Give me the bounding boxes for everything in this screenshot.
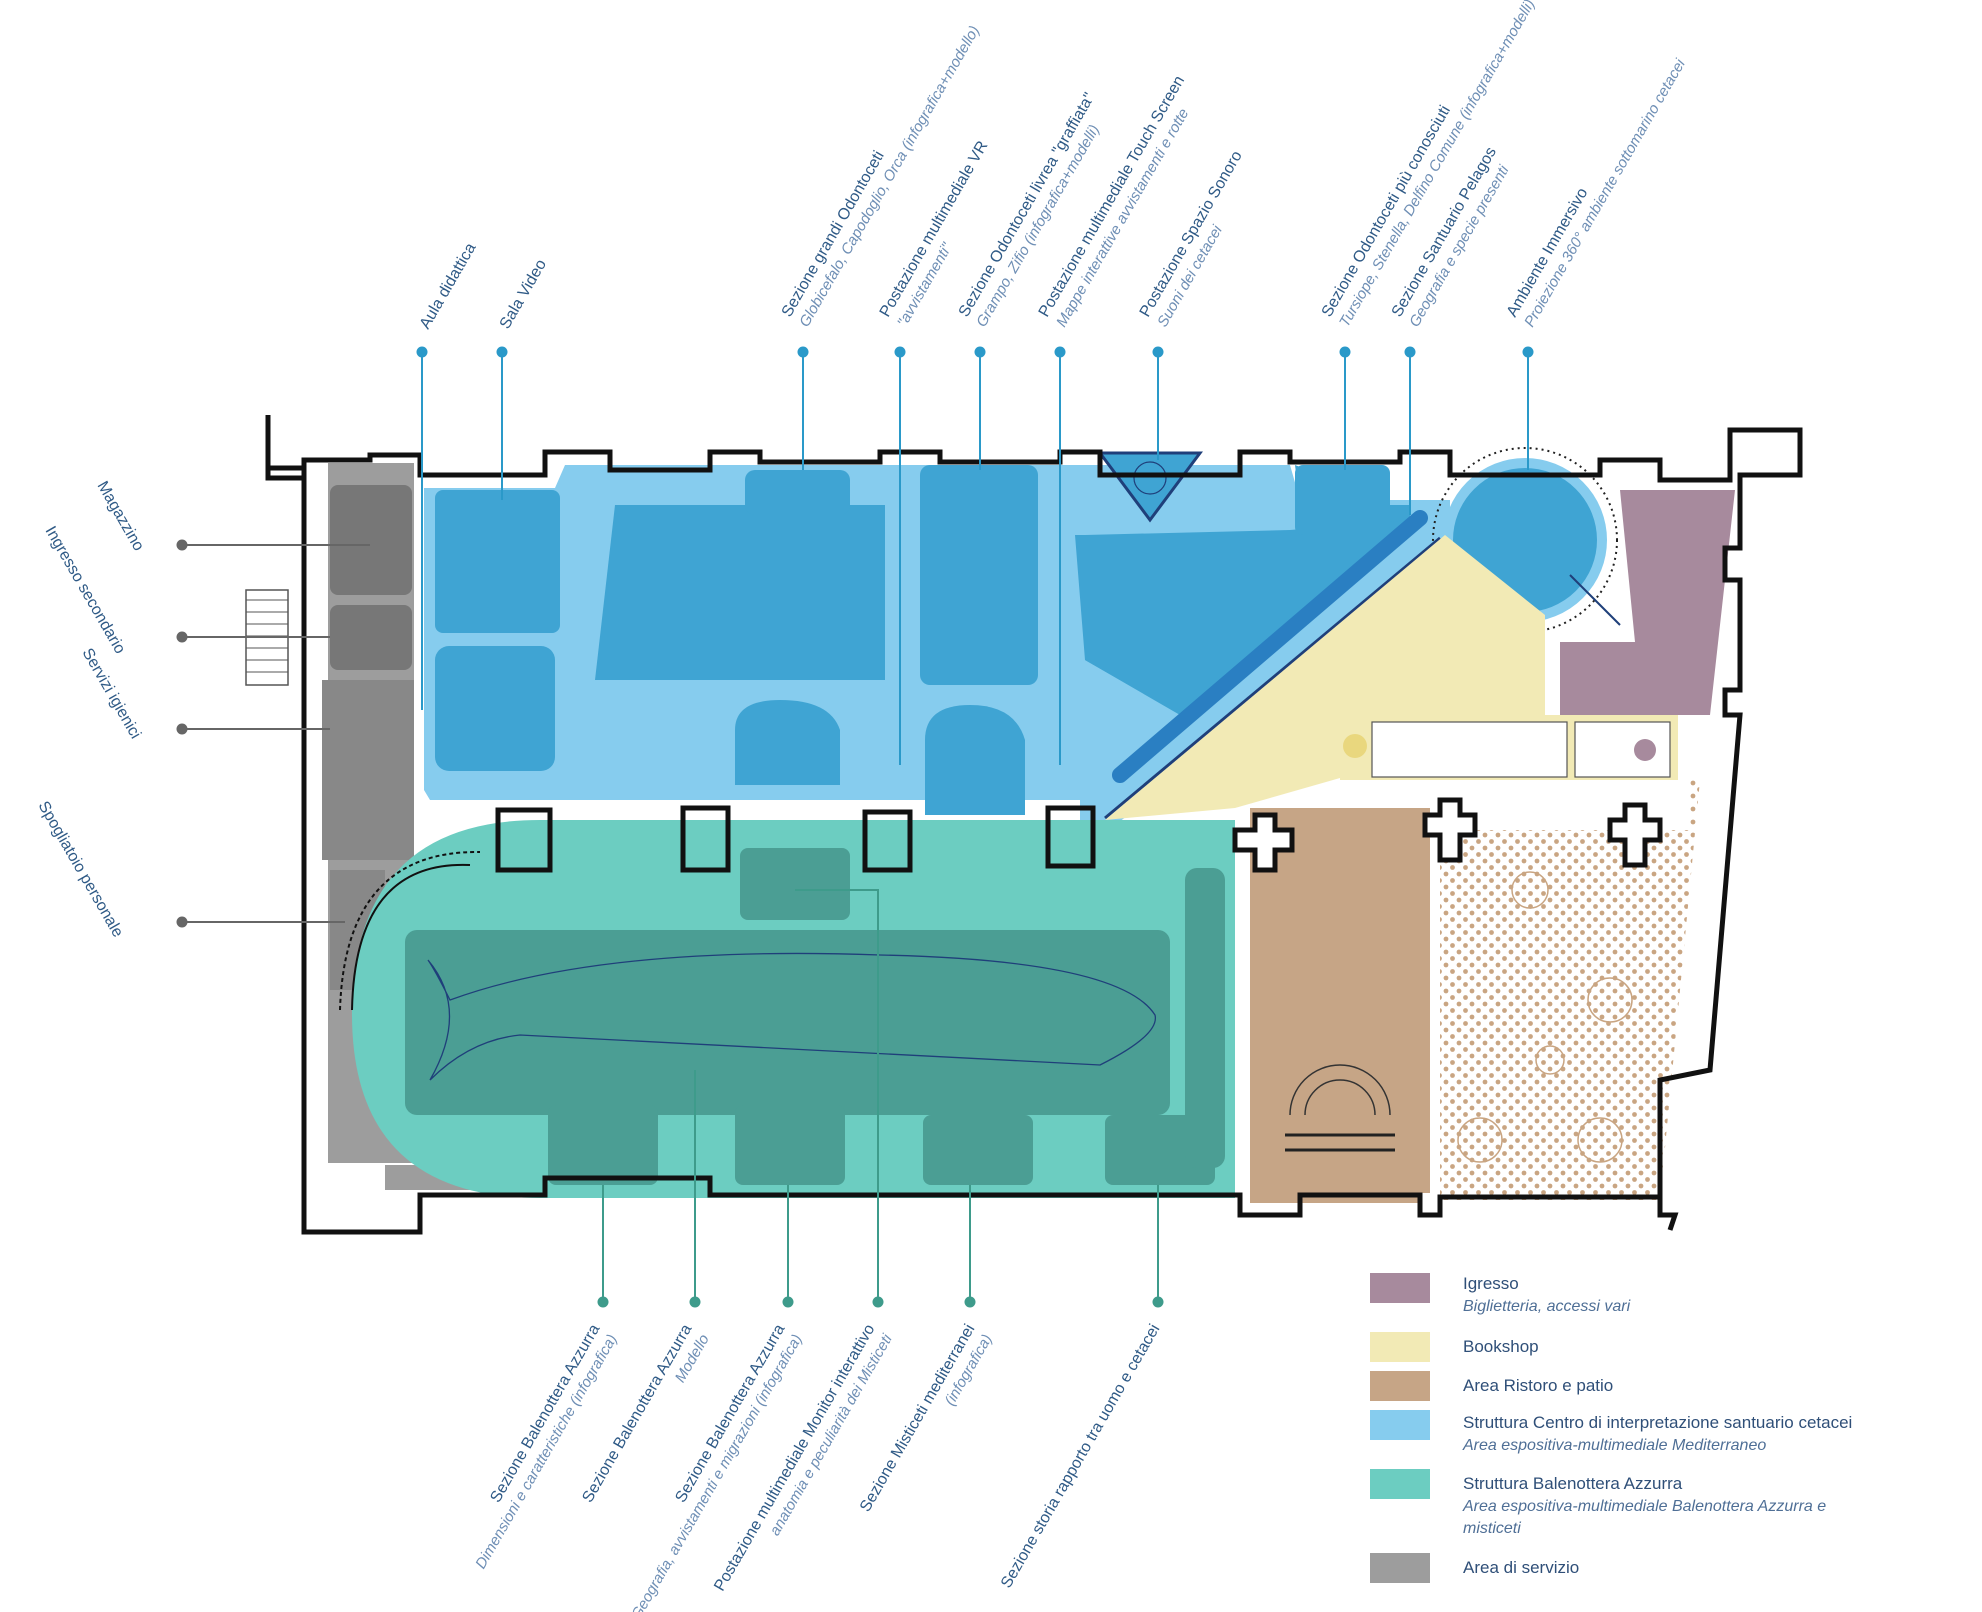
zone-ristoro [1250, 808, 1430, 1203]
svg-text:Spogliatoio personale: Spogliatoio personale [35, 799, 127, 941]
svg-text:Igresso: Igresso [1463, 1274, 1519, 1293]
legend-item-ingresso: Igresso Biglietteria, accessi vari [1370, 1273, 1631, 1315]
svg-text:Area espositiva-multimediale M: Area espositiva-multimediale Mediterrane… [1462, 1437, 1766, 1454]
svg-text:Sezione grandi Odontoceti: Sezione grandi Odontoceti [779, 148, 888, 320]
svg-text:Aula didattica: Aula didattica [417, 240, 480, 332]
legend-swatch-balenottera [1370, 1469, 1430, 1499]
top-leaders [416, 346, 1534, 765]
svg-text:Servizi igienici: Servizi igienici [79, 646, 144, 742]
legend-item-bookshop: Bookshop [1370, 1332, 1539, 1362]
svg-text:Sala Video: Sala Video [497, 257, 550, 332]
svg-text:Bookshop: Bookshop [1463, 1337, 1539, 1356]
label-balenottera-dimensioni: Sezione Balenottera Azzurra Dimensioni e… [472, 1321, 621, 1571]
svg-text:Magazzino: Magazzino [94, 479, 147, 555]
zone-centro-interpretazione [424, 447, 1621, 830]
legend: Igresso Biglietteria, accessi vari Books… [1370, 1273, 1852, 1583]
bottom-leaders [597, 889, 1164, 1308]
building-walls [265, 415, 1803, 1235]
legend-swatch-servizio [1370, 1553, 1430, 1583]
label-storia-uomo-cetacei: Sezione storia rapporto tra uomo e cetac… [998, 1322, 1163, 1592]
label-monitor-interattivo: Postazione multimediale Monitor interatt… [711, 1321, 896, 1594]
legend-swatch-bookshop [1370, 1332, 1430, 1362]
svg-text:Sezione storia rapporto tra uo: Sezione storia rapporto tra uomo e cetac… [998, 1322, 1163, 1592]
svg-text:Dimensioni e caratteristiche (: Dimensioni e caratteristiche (infografic… [472, 1331, 621, 1571]
label-spogliatoio: Spogliatoio personale [35, 799, 127, 941]
legend-item-servizio: Area di servizio [1370, 1553, 1579, 1583]
svg-text:Ingresso secondario: Ingresso secondario [42, 524, 129, 657]
legend-item-balenottera: Struttura Balenottera Azzurra Area espos… [1370, 1469, 1826, 1537]
svg-text:misticeti: misticeti [1463, 1520, 1521, 1537]
svg-text:Sezione Balenottera Azzurra: Sezione Balenottera Azzurra [487, 1321, 603, 1505]
label-sala-video: Sala Video [497, 257, 550, 332]
label-magazzino: Magazzino [94, 479, 147, 555]
label-grandi-odontoceti: Sezione grandi Odontoceti Globicefalo, C… [779, 23, 983, 330]
svg-text:Struttura Centro di interpreta: Struttura Centro di interpretazione sant… [1463, 1413, 1852, 1432]
label-servizi-igienici: Servizi igienici [79, 646, 144, 742]
zone-patio [1440, 780, 1700, 1200]
top-labels: Aula didattica Sala Video Sezione grandi… [417, 0, 1689, 332]
svg-text:Area di servizio: Area di servizio [1463, 1558, 1579, 1577]
legend-item-ristoro: Area Ristoro e patio [1370, 1371, 1613, 1401]
left-labels: Magazzino Ingresso secondario Servizi ig… [35, 479, 147, 941]
svg-text:Struttura Balenottera Azzurra: Struttura Balenottera Azzurra [1463, 1474, 1683, 1493]
legend-swatch-ingresso [1370, 1273, 1430, 1303]
zone-bookshop [1105, 535, 1678, 820]
label-ambiente-immersivo: Ambiente Immersivo Proiezione 360° ambie… [1504, 56, 1689, 330]
svg-text:Area Ristoro e patio: Area Ristoro e patio [1463, 1376, 1613, 1395]
label-ingresso-secondario: Ingresso secondario [42, 524, 129, 657]
left-leaders [176, 539, 370, 928]
zone-ingresso [1560, 490, 1735, 715]
svg-text:Area espositiva-multimediale B: Area espositiva-multimediale Balenottera… [1462, 1498, 1826, 1515]
svg-text:Proiezione 360° ambiente sotto: Proiezione 360° ambiente sottomarino cet… [1521, 56, 1689, 330]
svg-text:Biglietteria, accessi vari: Biglietteria, accessi vari [1463, 1298, 1631, 1315]
bottom-labels: Sezione Balenottera Azzurra Dimensioni e… [472, 1321, 1163, 1612]
label-balenottera-geografia: Sezione Balenottera Azzurra Geografia, a… [628, 1321, 806, 1612]
label-odontoceti-conosciuti: Sezione Odontoceti più conosciuti Tursio… [1319, 0, 1539, 330]
legend-item-centro: Struttura Centro di interpretazione sant… [1370, 1410, 1852, 1454]
label-aula-didattica: Aula didattica [417, 240, 480, 332]
legend-swatch-ristoro [1370, 1371, 1430, 1401]
label-odontoceti-graffiata: Sezione Odontoceti livrea "graffiata" Gr… [956, 90, 1103, 330]
legend-swatch-centro [1370, 1410, 1430, 1440]
zone-balenottera-azzurra [351, 820, 1235, 1198]
